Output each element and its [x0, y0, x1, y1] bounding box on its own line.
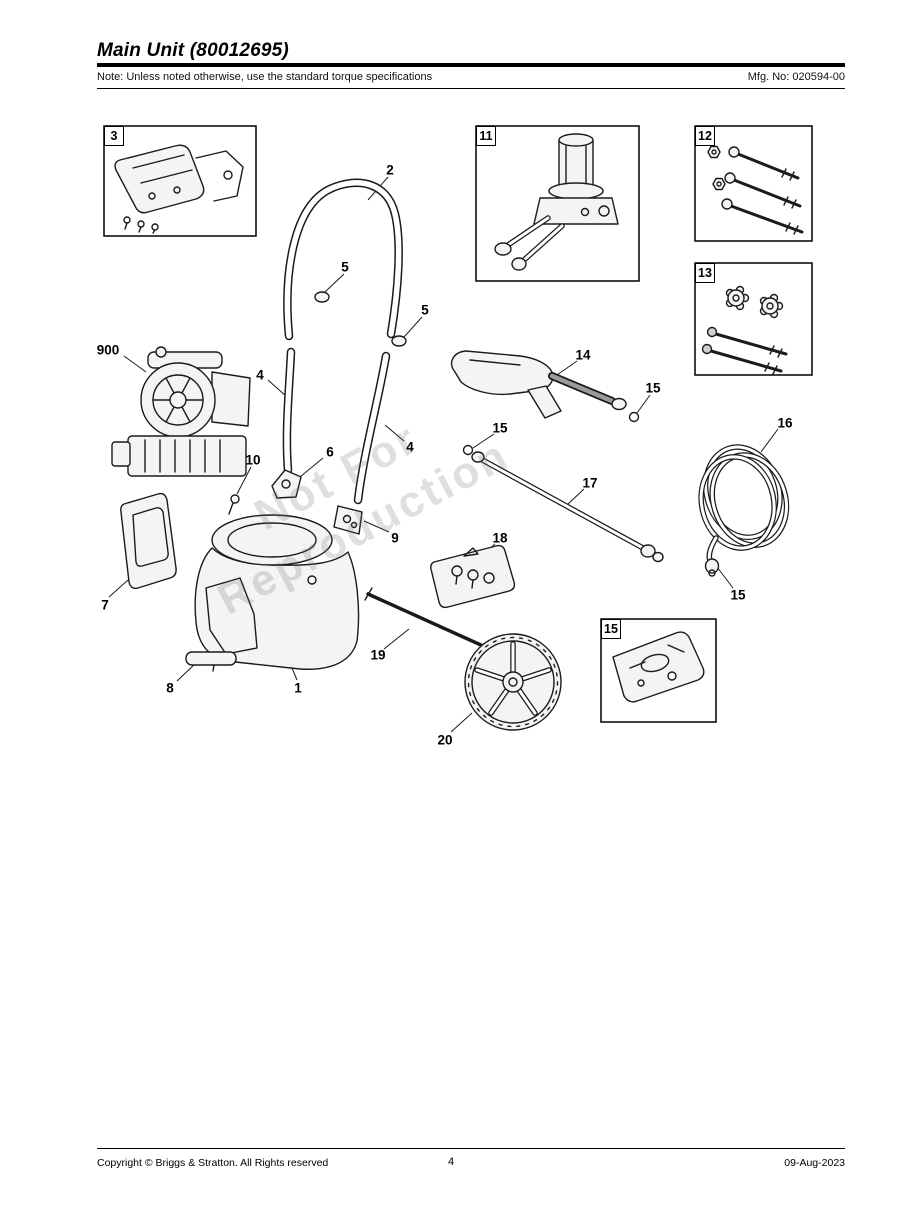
date-text: 09-Aug-2023: [784, 1157, 845, 1169]
part-13-knob-kit: [694, 262, 813, 376]
footer-rule: [97, 1148, 845, 1149]
callout-15-box: 15: [601, 619, 621, 639]
page-title: Main Unit (80012695): [97, 40, 289, 61]
callout-1: 1: [294, 680, 302, 696]
part-15-o-rings: [462, 411, 640, 456]
callout-2: 2: [386, 162, 394, 178]
part-6-handle-bracket: [271, 469, 302, 499]
note-row: Note: Unless noted otherwise, use the st…: [97, 71, 845, 83]
callout-16: 16: [777, 415, 793, 431]
callout-14: 14: [575, 347, 591, 363]
part-20-wheel: [464, 633, 562, 731]
part-4-lower-tubes: [282, 347, 391, 505]
part-17-spray-wand: [471, 451, 664, 563]
part-10-pin: [228, 494, 240, 515]
part-9-handle-bracket: [333, 505, 363, 535]
mfg-number: Mfg. No: 020594-00: [747, 71, 845, 83]
part-12-bolt-kit: [694, 125, 813, 242]
callout-6: 6: [326, 444, 334, 460]
callout-3-box: 3: [104, 126, 124, 146]
part-11-pump: [475, 125, 640, 282]
callout-15-a: 15: [645, 380, 661, 396]
callout-8: 8: [166, 680, 174, 696]
part-2-handle: [283, 178, 403, 341]
part-3-muffler-kit: [103, 125, 257, 237]
torque-note: Note: Unless noted otherwise, use the st…: [97, 71, 433, 83]
part-8-foot: [185, 651, 237, 672]
callout-19: 19: [370, 647, 386, 663]
callout-15-c: 15: [730, 587, 746, 603]
callout-5-b: 5: [421, 302, 429, 318]
part-7-side-panel: [120, 492, 177, 590]
callout-4-a: 4: [256, 367, 264, 383]
callout-20: 20: [437, 732, 453, 748]
callout-10: 10: [245, 452, 261, 468]
part-5-grip-caps: [314, 291, 407, 347]
callout-9: 9: [391, 530, 399, 546]
part-900-engine: [111, 346, 251, 477]
part-19-axle: [364, 587, 494, 652]
part-16-hose: [698, 444, 790, 577]
callout-13-box: 13: [695, 263, 715, 283]
part-14-spray-gun: [450, 350, 627, 419]
callout-5-a: 5: [341, 259, 349, 275]
page-number: 4: [447, 1156, 455, 1168]
callout-12-box: 12: [695, 126, 715, 146]
callout-900: 900: [96, 342, 120, 358]
part-18-nozzle-kit: [430, 544, 516, 609]
callout-18: 18: [492, 530, 508, 546]
part-1-base: [194, 514, 360, 670]
part-15-panel-kit: [600, 618, 717, 723]
header-rule: [97, 88, 845, 89]
callout-17: 17: [582, 475, 598, 491]
callout-11-box: 11: [476, 126, 496, 146]
callout-4-b: 4: [406, 439, 414, 455]
copyright-text: Copyright © Briggs & Stratton. All Right…: [97, 1157, 329, 1169]
callout-7: 7: [101, 597, 109, 613]
title-rule: [97, 63, 845, 67]
callout-15-b: 15: [492, 420, 508, 436]
